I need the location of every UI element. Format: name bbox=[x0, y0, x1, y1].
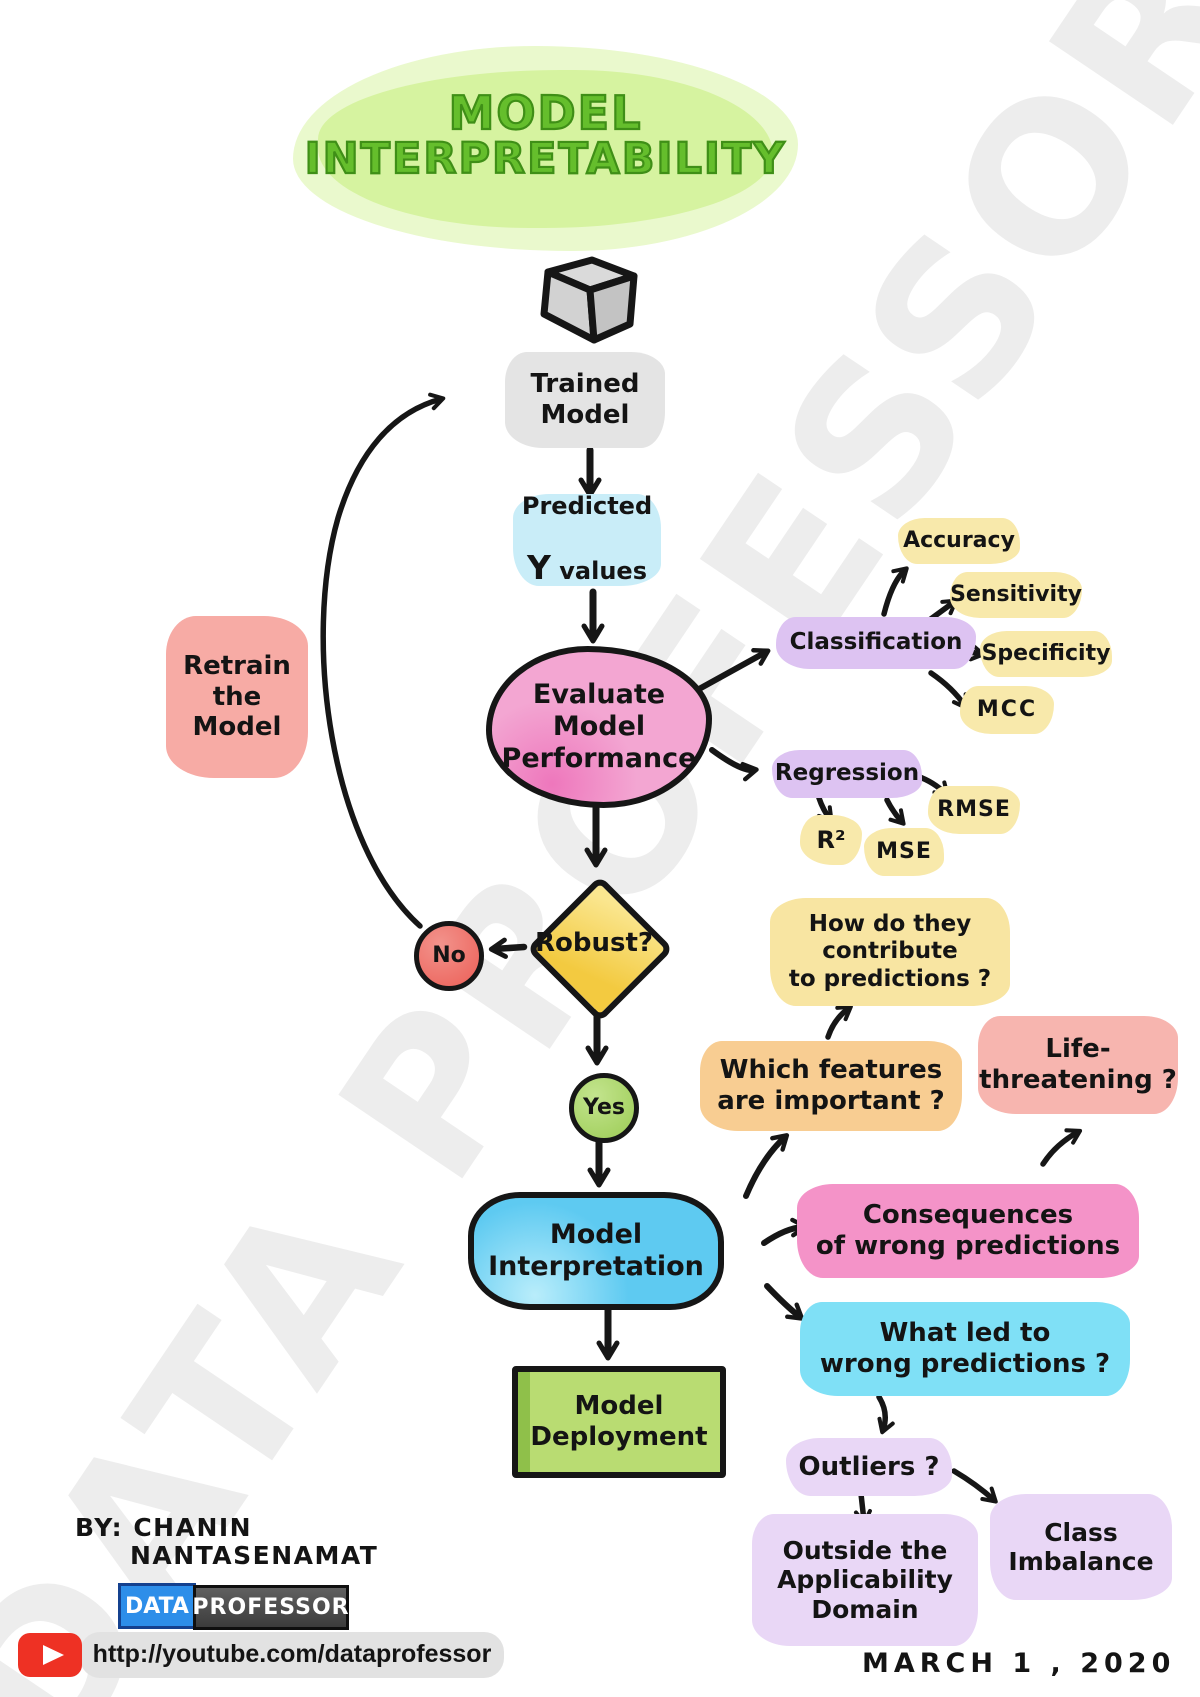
metric-accuracy: Accuracy bbox=[898, 518, 1020, 564]
what-led-question: What led to wrong predictions ? bbox=[800, 1302, 1130, 1396]
trained-model-node: Trained Model bbox=[505, 352, 665, 448]
arrow-outliers-to-class-imbalance bbox=[951, 1468, 998, 1504]
arrow-evaluate-to-classification bbox=[687, 648, 771, 697]
arrow-evaluate-to-regression bbox=[709, 747, 759, 782]
arrow-classification-to-mcc bbox=[928, 670, 969, 710]
predicted-values-text: Predicted Y values bbox=[522, 464, 652, 616]
arrow-what-led-to-outliers bbox=[876, 1394, 895, 1435]
retrain-model-label: Retrain the Model bbox=[166, 616, 308, 778]
metric-mse: MSE bbox=[864, 828, 944, 876]
arrow-interpretation-to-which-features bbox=[743, 1133, 790, 1199]
metric-specificity: Specificity bbox=[980, 631, 1112, 677]
professor-badge: PROFESSOR bbox=[192, 1585, 349, 1630]
class-imbalance-node: Class Imbalance bbox=[990, 1494, 1172, 1600]
predicted-line1: Predicted bbox=[521, 492, 653, 521]
metric-r2: R² bbox=[800, 815, 862, 865]
model-deployment-node: Model Deployment bbox=[512, 1366, 726, 1478]
predicted-y-symbol: Y bbox=[527, 547, 551, 587]
predicted-line2: Y values bbox=[522, 547, 652, 588]
metric-rmse: RMSE bbox=[928, 786, 1020, 834]
outside-applicability-node: Outside the Applicability Domain bbox=[752, 1514, 978, 1646]
robust-decision-label: Robust? bbox=[535, 928, 653, 958]
arrow-robust-to-no bbox=[488, 937, 528, 959]
no-node: No bbox=[414, 921, 484, 991]
regression-node: Regression bbox=[772, 750, 922, 798]
arrow-classification-to-accuracy bbox=[881, 566, 909, 617]
arrow-which-to-how-contribute bbox=[825, 1004, 853, 1040]
predicted-rest: values bbox=[559, 556, 647, 585]
metric-mcc: MCC bbox=[960, 686, 1054, 734]
page-title-line1: MODEL bbox=[447, 85, 643, 141]
page-title-line2: INTERPRETABILITY bbox=[304, 133, 787, 185]
arrow-retrain-loop bbox=[320, 392, 446, 929]
youtube-icon bbox=[18, 1633, 82, 1677]
title-blob bbox=[318, 70, 773, 228]
date-label: MARCH 1 , 2020 bbox=[862, 1648, 1176, 1679]
yes-node: Yes bbox=[569, 1073, 639, 1143]
arrow-regression-to-mse bbox=[884, 797, 906, 826]
arrow-interpretation-to-what-led bbox=[764, 1283, 805, 1321]
byline-line2: NANTASENAMAT bbox=[130, 1541, 379, 1570]
consequences-question: Consequences of wrong predictions bbox=[797, 1184, 1139, 1278]
outliers-question: Outliers ? bbox=[786, 1438, 952, 1496]
how-contribute-question: How do they contribute to predictions ? bbox=[770, 898, 1010, 1006]
which-features-question: Which features are important ? bbox=[700, 1041, 962, 1131]
youtube-url: http://youtube.com/dataprofessor bbox=[80, 1632, 504, 1678]
evaluate-performance-node: Evaluate Model Performance bbox=[486, 646, 712, 808]
life-threatening-question: Life- threatening ? bbox=[978, 1016, 1178, 1114]
model-interpretation-node: Model Interpretation bbox=[468, 1192, 724, 1310]
classification-node: Classification bbox=[776, 617, 976, 669]
byline-line1: BY: CHANIN bbox=[75, 1513, 253, 1542]
metric-sensitivity: Sensitivity bbox=[950, 572, 1082, 618]
trained-model-cube-icon bbox=[540, 256, 638, 344]
predicted-values-node: Predicted Y values bbox=[513, 492, 661, 587]
data-badge: DATA bbox=[118, 1583, 196, 1629]
arrow-consequences-to-life-threatening bbox=[1040, 1128, 1083, 1167]
